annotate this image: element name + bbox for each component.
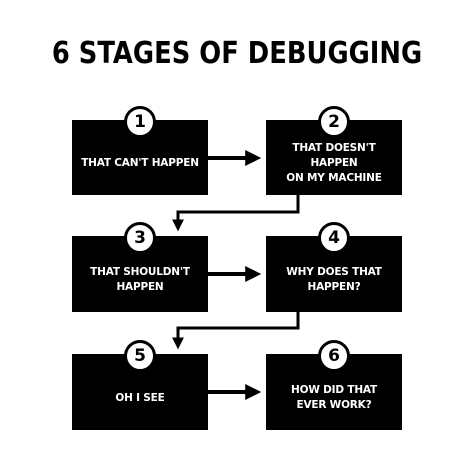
- stage-label-5: OH I SEE: [115, 391, 165, 404]
- stage-label-2: THAT DOESN'T HAPPEN ON MY MACHINE: [286, 142, 382, 184]
- stage-label-1: THAT CAN'T HAPPEN: [81, 157, 199, 169]
- stage-label-4: WHY DOES THAT HAPPEN?: [286, 266, 382, 293]
- stage-number-badge-2: 2: [318, 106, 350, 138]
- arrow-2-to-3: [172, 195, 300, 232]
- stage-label-6: HOW DID THAT EVER WORK?: [291, 384, 377, 411]
- stage-number-badge-6: 6: [318, 340, 350, 372]
- stage-number-badge-4: 4: [318, 222, 350, 254]
- stage-box-2: THAT DOESN'T HAPPEN ON MY MACHINE: [266, 120, 402, 195]
- stage-number-badge-3: 3: [124, 222, 156, 254]
- stage-number-badge-5: 5: [124, 340, 156, 372]
- arrow-4-to-5: [172, 312, 300, 350]
- stage-label-3: THAT SHOULDN'T HAPPEN: [90, 266, 190, 293]
- stage-number-badge-1: 1: [124, 106, 156, 138]
- diagram-title: 6 STAGES OF DEBUGGING: [51, 36, 423, 71]
